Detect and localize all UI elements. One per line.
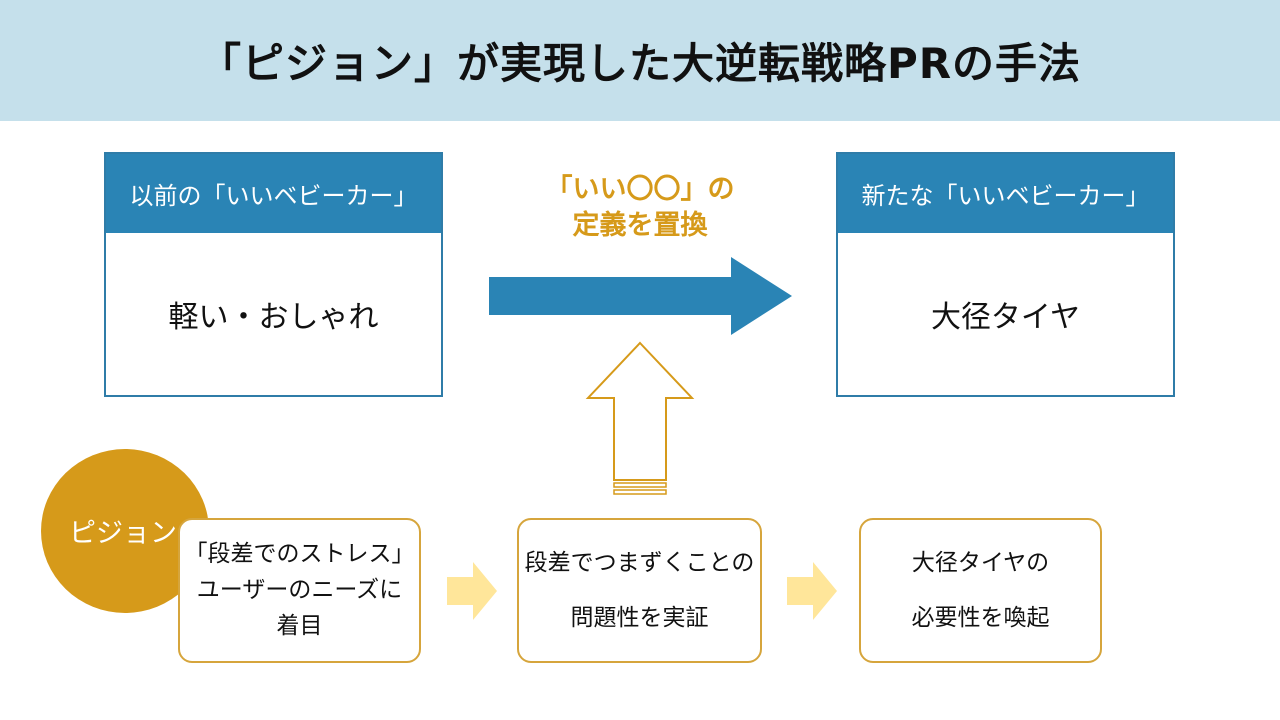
transform-label-line1: 「いい〇〇」の <box>545 174 735 205</box>
step-1-line-2: ユーザーのニーズに <box>196 577 403 603</box>
before-card-header: 以前の「いいベビーカー」 <box>106 154 441 233</box>
transform-label-line2: 定義を置換 <box>572 210 708 241</box>
after-card: 新たな「いいベビーカー」 大径タイヤ <box>836 152 1175 397</box>
before-card: 以前の「いいベビーカー」 軽い・おしゃれ <box>104 152 443 397</box>
step-1-line-3: 着目 <box>276 613 323 639</box>
company-label: ピジョン <box>69 517 177 549</box>
step-box-2: 段差でつまずくことの 問題性を実証 <box>517 518 762 663</box>
step-box-1: 「段差でのストレス」 ユーザーのニーズに 着目 <box>178 518 421 663</box>
step-1-line-1: 「段差でのストレス」 <box>184 541 415 567</box>
before-card-body: 軽い・おしゃれ <box>168 300 379 335</box>
after-card-header: 新たな「いいベビーカー」 <box>838 154 1173 233</box>
step-2-line-1: 段差でつまずくことの <box>524 549 755 576</box>
title-bar <box>0 0 1280 121</box>
after-card-body: 大径タイヤ <box>930 300 1081 335</box>
step-3-line-1: 大径タイヤの <box>911 549 1050 576</box>
step-2-line-2: 問題性を実証 <box>570 604 709 631</box>
step-3-line-2: 必要性を喚起 <box>911 604 1050 631</box>
transform-label: 「いい〇〇」の 定義を置換 <box>490 172 790 244</box>
page-title: 「ピジョン」が実現した大逆転戦略PRの手法 <box>198 39 1082 88</box>
step-box-3: 大径タイヤの 必要性を喚起 <box>859 518 1102 663</box>
